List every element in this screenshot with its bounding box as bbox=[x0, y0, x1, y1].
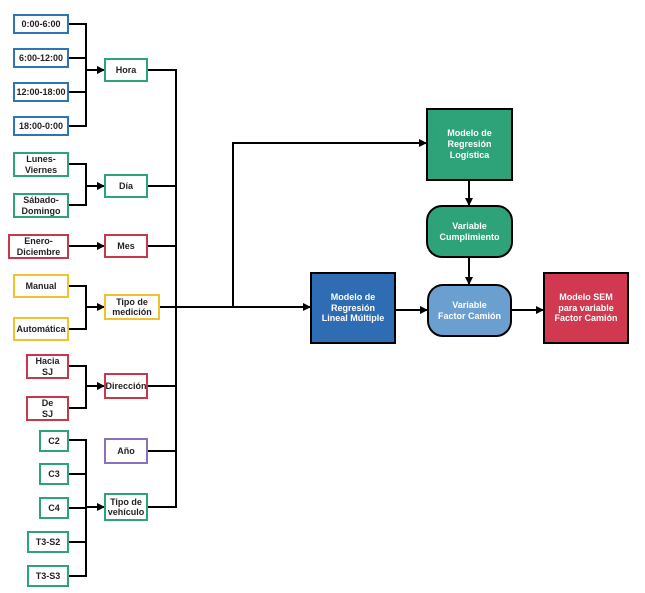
category-tipo-medicion: Tipo de medición bbox=[104, 294, 160, 320]
node-modelo-regresion-logistica: Modelo de Regresión Logística bbox=[426, 108, 513, 181]
category-direccion: Dirección bbox=[104, 373, 148, 399]
category-mes: Mes bbox=[104, 234, 148, 258]
input-mes-enero-diciembre: Enero- Diciembre bbox=[8, 234, 69, 259]
input-vehiculo-c2: C2 bbox=[39, 430, 69, 452]
vehiculo-connector bbox=[69, 439, 105, 577]
medicion-connector bbox=[69, 285, 105, 330]
input-direccion-de-sj: De SJ bbox=[26, 396, 69, 421]
node-modelo-regresion-lineal-multiple: Modelo de Regresión Lineal Múltiple bbox=[310, 272, 396, 344]
to-logistic-arrow bbox=[232, 139, 427, 307]
input-hora-6-12: 6:00-12:00 bbox=[13, 48, 69, 68]
input-hora-18-0: 18:00-0:00 bbox=[13, 116, 69, 136]
input-dia-lunes-viernes: Lunes- Viernes bbox=[13, 152, 69, 177]
input-hora-0-6: 0:00-6:00 bbox=[13, 14, 69, 34]
node-modelo-sem-factor-camion: Modelo SEM para variable Factor Camión bbox=[543, 272, 629, 344]
input-hora-12-18: 12:00-18:00 bbox=[13, 82, 69, 102]
input-vehiculo-c3: C3 bbox=[39, 463, 69, 485]
category-anio: Año bbox=[104, 438, 148, 464]
node-variable-factor-camion: Variable Factor Camión bbox=[427, 284, 512, 337]
input-vehiculo-t3-s2: T3-S2 bbox=[27, 531, 69, 553]
input-vehiculo-t3-s3: T3-S3 bbox=[27, 565, 69, 587]
category-hora: Hora bbox=[104, 58, 148, 82]
dia-connector bbox=[69, 163, 105, 206]
category-tipo-vehiculo: Tipo de vehículo bbox=[104, 493, 148, 521]
input-dia-sabado-domingo: Sábado- Domingo bbox=[13, 193, 69, 218]
input-medicion-automatica: Automática bbox=[13, 317, 69, 341]
hora-connector bbox=[69, 23, 105, 127]
node-variable-cumplimiento: Variable Cumplimiento bbox=[426, 205, 513, 258]
collector-bus bbox=[148, 69, 233, 508]
category-dia: Día bbox=[104, 174, 148, 198]
input-vehiculo-c4: C4 bbox=[39, 497, 69, 519]
input-direccion-hacia-sj: Hacia SJ bbox=[26, 354, 69, 379]
direccion-connector bbox=[69, 365, 105, 409]
input-medicion-manual: Manual bbox=[13, 274, 69, 298]
